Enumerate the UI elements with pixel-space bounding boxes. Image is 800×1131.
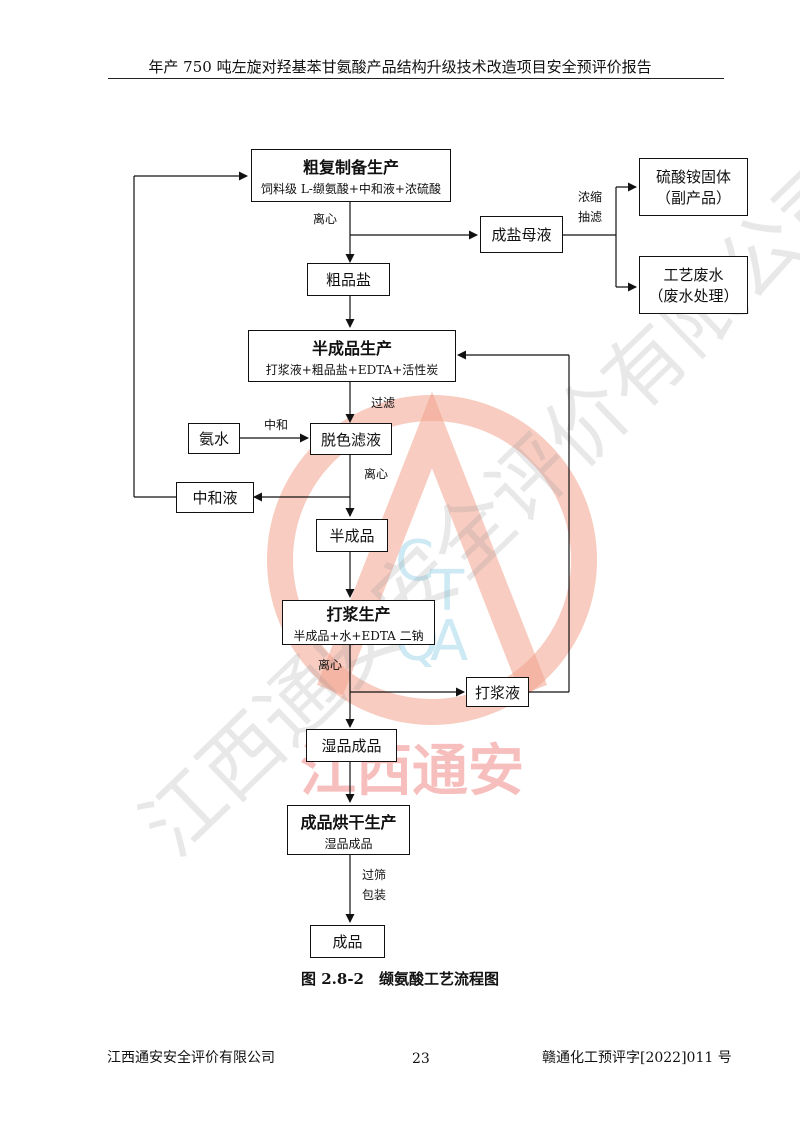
node-line1: 工艺废水 bbox=[663, 266, 724, 284]
label-pack: 包装 bbox=[362, 888, 387, 902]
node-title: 打浆液 bbox=[474, 683, 520, 702]
figure-caption: 图 2.8-2 缬氨酸工艺流程图 bbox=[301, 970, 499, 988]
node-drying: 成品烘干生产 湿品成品 bbox=[287, 805, 410, 855]
label-centrifuge-1: 离心 bbox=[313, 212, 338, 226]
node-subtitle: 打浆液+粗品盐+EDTA+活性炭 bbox=[265, 362, 439, 377]
node-title: 成品烘干生产 bbox=[300, 812, 397, 832]
node-mother-liquor: 成盐母液 bbox=[480, 216, 563, 253]
node-ammonium-sulfate: 硫酸铵固体 （副产品） bbox=[639, 158, 748, 216]
node-title: 中和液 bbox=[192, 489, 238, 507]
node-title: 成盐母液 bbox=[491, 226, 552, 244]
node-title: 打浆生产 bbox=[326, 605, 391, 624]
node-subtitle: 饲料级 L-缬氨酸+中和液+浓硫酸 bbox=[261, 182, 441, 196]
node-title: 脱色滤液 bbox=[320, 430, 381, 449]
node-crude-salt: 粗品盐 bbox=[307, 263, 390, 296]
footer-doc-number: 赣通化工预评字[2022]011 号 bbox=[542, 1050, 732, 1066]
node-line1: 硫酸铵固体 bbox=[655, 168, 731, 186]
node-line2: （副产品） bbox=[655, 189, 731, 207]
node-decolor-filtrate: 脱色滤液 bbox=[310, 423, 392, 455]
label-sieve: 过筛 bbox=[362, 868, 387, 882]
node-title: 氨水 bbox=[198, 430, 229, 448]
label-centrifuge-2: 离心 bbox=[364, 467, 389, 481]
node-subtitle: 湿品成品 bbox=[324, 836, 373, 851]
header-rule bbox=[108, 78, 724, 79]
node-title: 湿品成品 bbox=[321, 737, 382, 755]
node-line2: （废水处理） bbox=[648, 287, 739, 305]
node-semi-preparation: 半成品生产 打浆液+粗品盐+EDTA+活性炭 bbox=[248, 330, 456, 382]
node-slurry-liquid: 打浆液 bbox=[466, 677, 529, 707]
node-title: 半成品生产 bbox=[311, 338, 392, 358]
label-neutralize: 中和 bbox=[264, 418, 289, 432]
node-semi-product: 半成品 bbox=[316, 519, 388, 552]
footer-page-number: 23 bbox=[412, 1051, 430, 1067]
node-title: 半成品 bbox=[329, 527, 375, 545]
node-title: 粗品盐 bbox=[325, 271, 371, 289]
label-centrifuge-3: 离心 bbox=[318, 658, 343, 672]
label-suction-filter: 抽滤 bbox=[578, 210, 603, 224]
node-neutral-liquid: 中和液 bbox=[176, 482, 254, 513]
footer-company: 江西通安安全评价有限公司 bbox=[107, 1050, 275, 1066]
node-subtitle: 半成品+水+EDTA 二钠 bbox=[293, 629, 424, 643]
node-final-product: 成品 bbox=[310, 925, 385, 958]
node-title: 成品 bbox=[332, 933, 363, 951]
label-filter: 过滤 bbox=[371, 396, 396, 410]
label-concentrate: 浓缩 bbox=[578, 190, 603, 204]
node-process-wastewater: 工艺废水 （废水处理） bbox=[639, 256, 748, 314]
node-slurry-preparation: 打浆生产 半成品+水+EDTA 二钠 bbox=[282, 600, 435, 645]
page-header-title: 年产 750 吨左旋对羟基苯甘氨酸产品结构升级技术改造项目安全预评价报告 bbox=[148, 58, 652, 76]
node-crude-preparation: 粗复制备生产 饲料级 L-缬氨酸+中和液+浓硫酸 bbox=[251, 149, 451, 202]
node-title: 粗复制备生产 bbox=[302, 158, 399, 177]
node-wet-product: 湿品成品 bbox=[306, 729, 397, 762]
node-ammonia: 氨水 bbox=[188, 423, 240, 454]
